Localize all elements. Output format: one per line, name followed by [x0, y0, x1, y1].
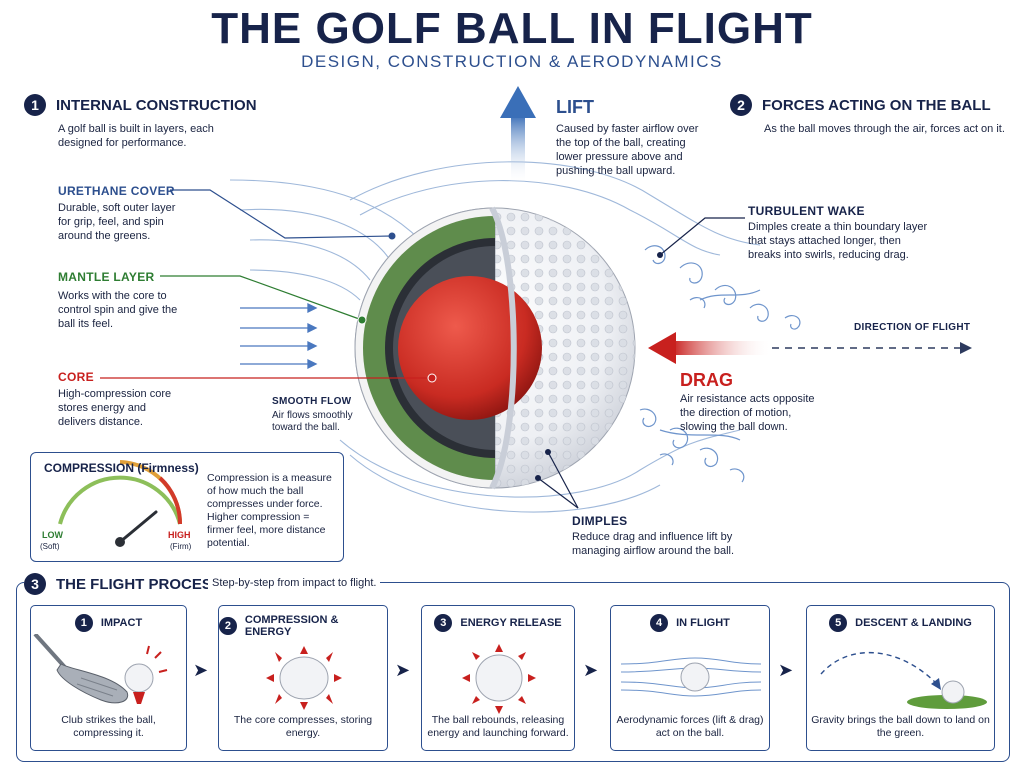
- airflow-lines: [229, 161, 761, 513]
- step-title: IMPACT: [100, 617, 143, 629]
- flight-process-box: [16, 582, 1010, 762]
- section1-number: 1: [24, 94, 46, 116]
- smooth-flow-arrows: [240, 302, 318, 370]
- core-desc: High-compression core stores energy and …: [58, 388, 172, 428]
- golf-ball-diagram: [58, 86, 972, 547]
- landing-illustration: [820, 651, 987, 709]
- step-caption: Gravity brings the ball down to land on …: [811, 714, 990, 739]
- direction-label: DIRECTION OF FLIGHT: [854, 322, 971, 333]
- turbulent-desc: Dimples create a thin boundary layer tha…: [748, 221, 928, 261]
- step-header: 4 IN FLIGHT: [611, 614, 769, 632]
- flight-illustration: [620, 657, 762, 697]
- step-header: 2 COMPRESSION & ENERGY: [219, 614, 387, 638]
- section1-title: INTERNAL CONSTRUCTION: [56, 96, 257, 114]
- step-caption: The ball rebounds, releasing energy and …: [427, 714, 569, 739]
- direction-arrow: [772, 342, 972, 354]
- step-header: 5 DESCENT & LANDING: [807, 614, 994, 632]
- step-number: 1: [74, 614, 93, 632]
- step-number: 4: [650, 614, 669, 632]
- step-number: 3: [434, 614, 453, 632]
- arrow-right-icon: ➤: [583, 660, 599, 680]
- section2-title: FORCES ACTING ON THE BALL: [762, 96, 991, 114]
- smooth-flow-label: SMOOTH FLOW: [272, 396, 352, 407]
- dimples-desc: Reduce drag and influence lift by managi…: [572, 531, 735, 557]
- section1-intro: A golf ball is built in layers, each des…: [58, 123, 214, 149]
- step-number: 5: [829, 614, 848, 632]
- turbulent-swirls: [639, 245, 801, 483]
- section2-number: 2: [730, 94, 752, 116]
- lift-arrow: [500, 86, 536, 185]
- arrow-right-icon: ➤: [778, 660, 794, 680]
- section2-intro: As the ball moves through the air, force…: [764, 123, 1005, 135]
- step-title: ENERGY RELEASE: [460, 617, 562, 629]
- step-descent-landing: 5 DESCENT & LANDING Gravity brings the b…: [806, 605, 995, 751]
- step-header: 1 IMPACT: [31, 614, 186, 632]
- step-header: 3 ENERGY RELEASE: [422, 614, 574, 632]
- section1-heading: 1 INTERNAL CONSTRUCTION: [24, 94, 257, 116]
- gauge-low-sub: (Soft): [40, 542, 60, 551]
- section2-heading: 2 FORCES ACTING ON THE BALL: [730, 94, 991, 116]
- section3-number: 3: [24, 573, 46, 595]
- gauge-high-label: HIGH: [168, 530, 191, 540]
- step-number: 2: [219, 617, 237, 635]
- drag-label: DRAG: [680, 370, 733, 390]
- compression-illustration: [266, 646, 342, 710]
- golf-ball-cutaway: [354, 206, 636, 490]
- page-title: THE GOLF BALL IN FLIGHT: [211, 4, 813, 53]
- lift-label: LIFT: [556, 97, 594, 117]
- impact-illustration: [33, 634, 168, 704]
- step-caption: Club strikes the ball, compressing it.: [61, 714, 156, 739]
- arrow-right-icon: ➤: [395, 660, 411, 680]
- cover-desc: Durable, soft outer layer for grip, feel…: [58, 202, 176, 242]
- leader-lines: [100, 189, 745, 509]
- step-title: IN FLIGHT: [676, 617, 730, 629]
- page-subtitle: DESIGN, CONSTRUCTION & AERODYNAMICS: [301, 52, 723, 71]
- drag-arrow: [648, 332, 772, 364]
- section3-intro: Step-by-step from impact to flight.: [208, 576, 381, 590]
- cover-label: URETHANE COVER: [58, 184, 175, 198]
- step-caption: Aerodynamic forces (lift & drag) act on …: [616, 714, 764, 739]
- step-title: DESCENT & LANDING: [855, 617, 972, 629]
- step-caption: The core compresses, storing energy.: [233, 714, 373, 739]
- step-title: COMPRESSION & ENERGY: [244, 614, 339, 638]
- compression-gauge: [58, 460, 183, 547]
- gauge-high-sub: (Firm): [170, 542, 192, 551]
- drag-desc: Air resistance acts opposite the directi…: [680, 393, 815, 433]
- step-compression-energy: 2 COMPRESSION & ENERGY The core compress…: [218, 605, 388, 751]
- section3-title: THE FLIGHT PROCESS: [56, 575, 222, 593]
- core-label: CORE: [58, 370, 94, 384]
- mantle-label: MANTLE LAYER: [58, 270, 155, 284]
- compression-box: [30, 452, 344, 562]
- release-illustration: [462, 644, 536, 714]
- step-impact: 1 IMPACT Club strikes the ball, compress…: [30, 605, 187, 751]
- step-energy-release: 3 ENERGY RELEASE The ball rebounds, rele…: [421, 605, 575, 751]
- mantle-desc: Works with the core to control spin and …: [58, 290, 178, 330]
- compression-desc: Compression is a measure of how much the…: [207, 472, 332, 549]
- smooth-flow-desc: Air flows smoothly toward the ball.: [272, 410, 353, 433]
- gauge-low-label: LOW: [42, 530, 63, 540]
- arrow-right-icon: ➤: [193, 660, 209, 680]
- dimples-label: DIMPLES: [572, 514, 628, 528]
- compression-heading: COMPRESSION (Firmness): [44, 461, 199, 475]
- turbulent-label: TURBULENT WAKE: [748, 204, 865, 218]
- section3-heading: 3 THE FLIGHT PROCESS: [24, 573, 228, 595]
- lift-desc: Caused by faster airflow over the top of…: [556, 123, 699, 177]
- step-in-flight: 4 IN FLIGHT Aerodynamic forces (lift & d…: [610, 605, 770, 751]
